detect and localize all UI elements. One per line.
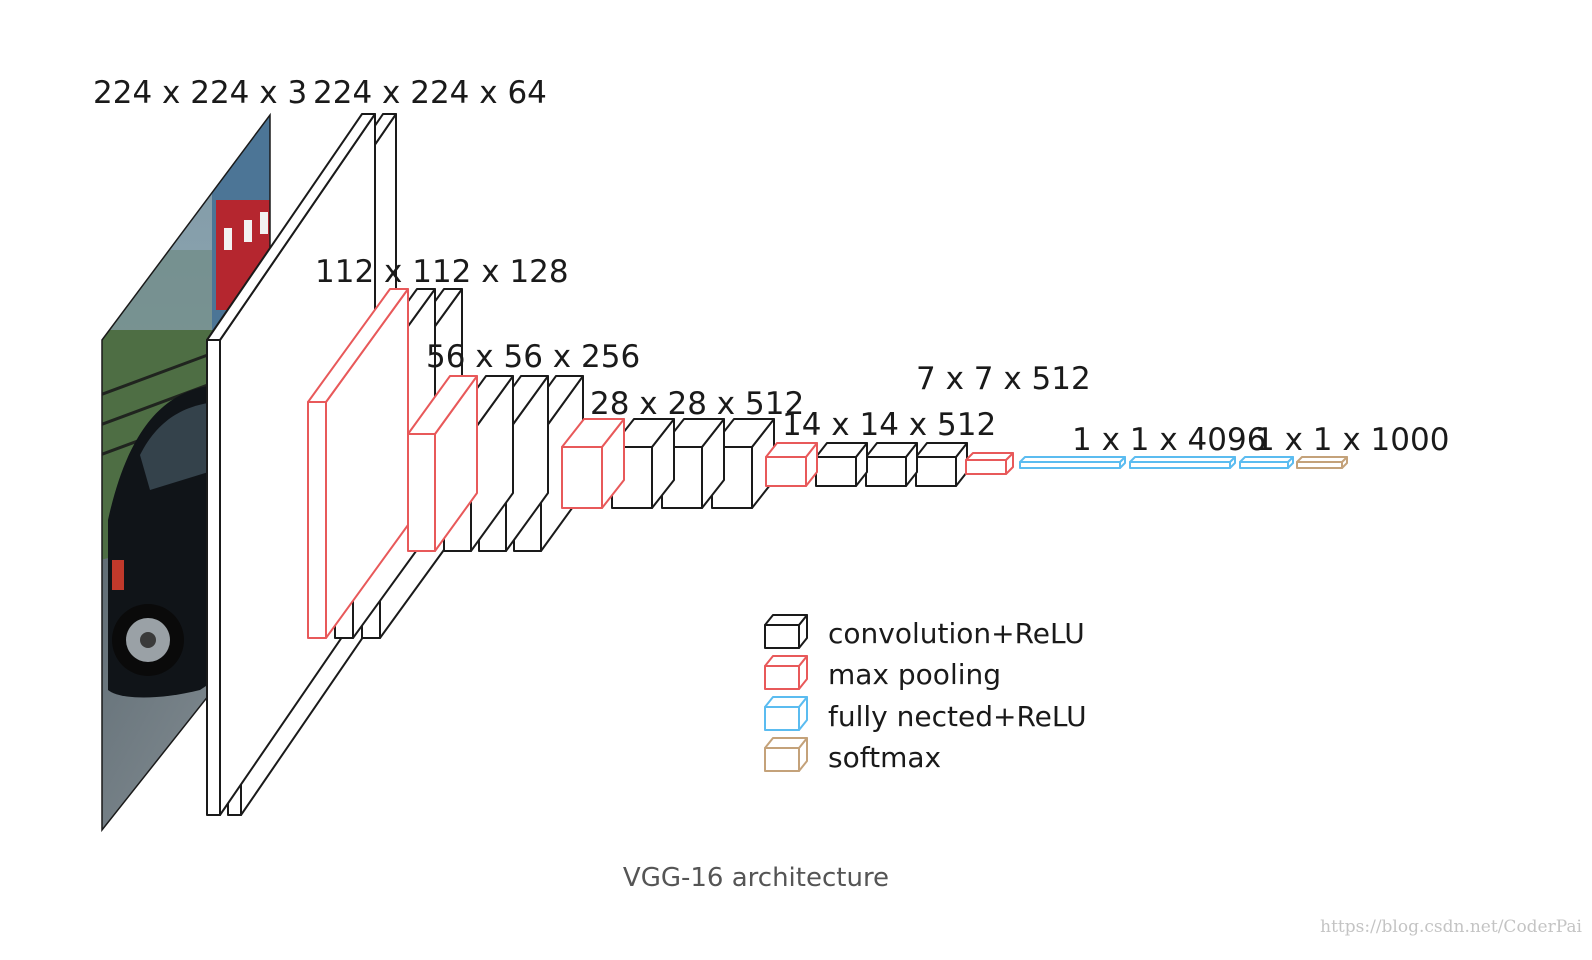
block5-pool-box (765, 442, 818, 487)
block5-conv-box (865, 442, 918, 487)
label-block4-dims: 28 x 28 x 512 (590, 386, 804, 422)
fc1-box (1019, 456, 1126, 469)
block4-pool-box (561, 418, 625, 509)
legend-icon-fc (764, 696, 808, 731)
softmax-box (1296, 456, 1348, 469)
label-block3-dims: 56 x 56 x 256 (426, 339, 640, 375)
diagram-caption: VGG-16 architecture (623, 863, 889, 893)
dimension-labels: 224 x 224 x 3 224 x 224 x 64 112 x 112 x… (93, 75, 1449, 458)
watermark-url: https://blog.csdn.net/CoderPai (1320, 917, 1582, 937)
legend-label-softmax: softmax (828, 741, 941, 774)
fc3-box (1239, 456, 1294, 469)
legend-label-conv: convolution+ReLU (828, 617, 1085, 650)
legend-icons (764, 614, 808, 772)
label-output-dims: 1 x 1 x 1000 (1255, 422, 1449, 458)
legend-icon-softmax (764, 737, 808, 772)
block1-conv-slab (206, 113, 376, 816)
legend-label-pool: max pooling (828, 658, 1001, 691)
block5-conv-box (815, 442, 868, 487)
block2-pool-box (307, 288, 409, 639)
legend-label-fc: fully nected+ReLU (828, 700, 1087, 733)
block4-conv-box (611, 418, 675, 509)
block3-pool-box (407, 375, 478, 552)
block5-conv-box (915, 442, 968, 487)
label-fc-dims: 1 x 1 x 4096 (1072, 422, 1266, 458)
label-block5-dims: 14 x 14 x 512 (782, 407, 996, 443)
label-block2-dims: 112 x 112 x 128 (315, 254, 569, 290)
label-block1-dims: 224 x 224 x 64 (313, 75, 547, 111)
legend-icon-conv (764, 614, 808, 649)
pool5-box (965, 452, 1014, 475)
legend: convolution+ReLU max pooling fully necte… (764, 614, 1087, 774)
layer-boxes (307, 288, 1348, 639)
fc2-box (1129, 456, 1236, 469)
legend-icon-pool (764, 655, 808, 690)
label-pool5-dims: 7 x 7 x 512 (916, 361, 1091, 397)
label-input-dims: 224 x 224 x 3 (93, 75, 307, 111)
